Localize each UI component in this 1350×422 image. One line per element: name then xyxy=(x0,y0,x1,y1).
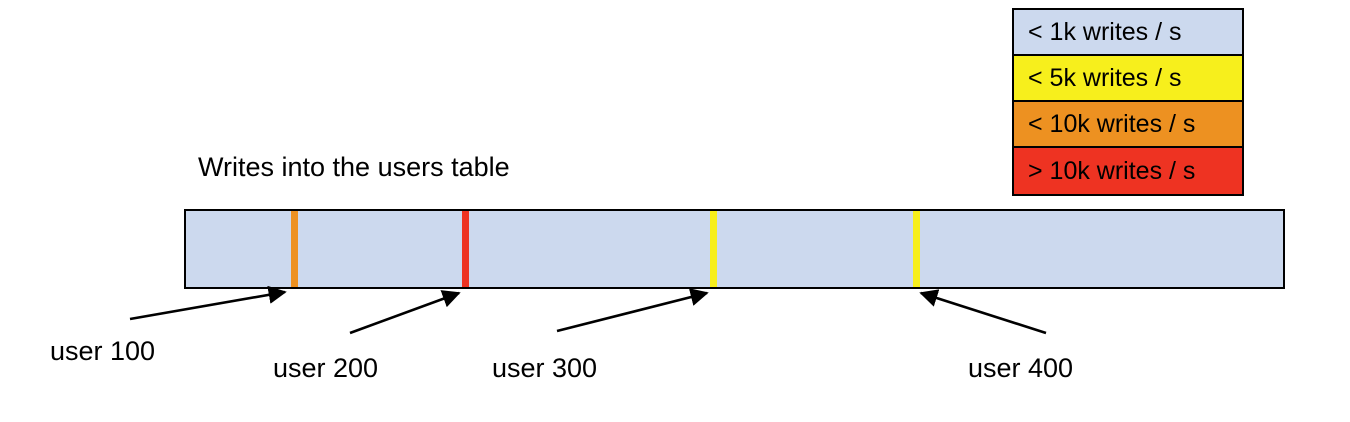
marker-user-300 xyxy=(710,211,718,287)
label-user-300: user 300 xyxy=(492,353,598,383)
arrow-user-100 xyxy=(129,285,287,321)
label-user-100: user 100 xyxy=(50,336,156,366)
legend-item-over-10k: > 10k writes / s xyxy=(1014,148,1242,194)
label-user-400: user 400 xyxy=(968,353,1074,383)
legend-item-label: < 5k writes / s xyxy=(1028,63,1182,92)
legend-item-under-1k: < 1k writes / s xyxy=(1014,10,1242,56)
bar-background-fill xyxy=(186,211,1283,287)
legend-item-label: < 10k writes / s xyxy=(1028,109,1196,138)
marker-user-100 xyxy=(291,211,299,287)
label-user-200: user 200 xyxy=(273,353,379,383)
legend-item-label: > 10k writes / s xyxy=(1028,156,1196,185)
legend-item-label: < 1k writes / s xyxy=(1028,17,1182,46)
chart-title: Writes into the users table xyxy=(198,152,510,182)
arrow-user-200 xyxy=(349,290,461,335)
legend: < 1k writes / s < 5k writes / s < 10k wr… xyxy=(1012,8,1244,196)
legend-item-under-5k: < 5k writes / s xyxy=(1014,56,1242,102)
marker-user-400 xyxy=(913,211,921,287)
users-table-bar xyxy=(184,209,1285,289)
arrow-user-400 xyxy=(919,289,1047,335)
arrow-user-300 xyxy=(556,288,709,333)
marker-user-200 xyxy=(462,211,470,287)
legend-item-under-10k: < 10k writes / s xyxy=(1014,102,1242,148)
